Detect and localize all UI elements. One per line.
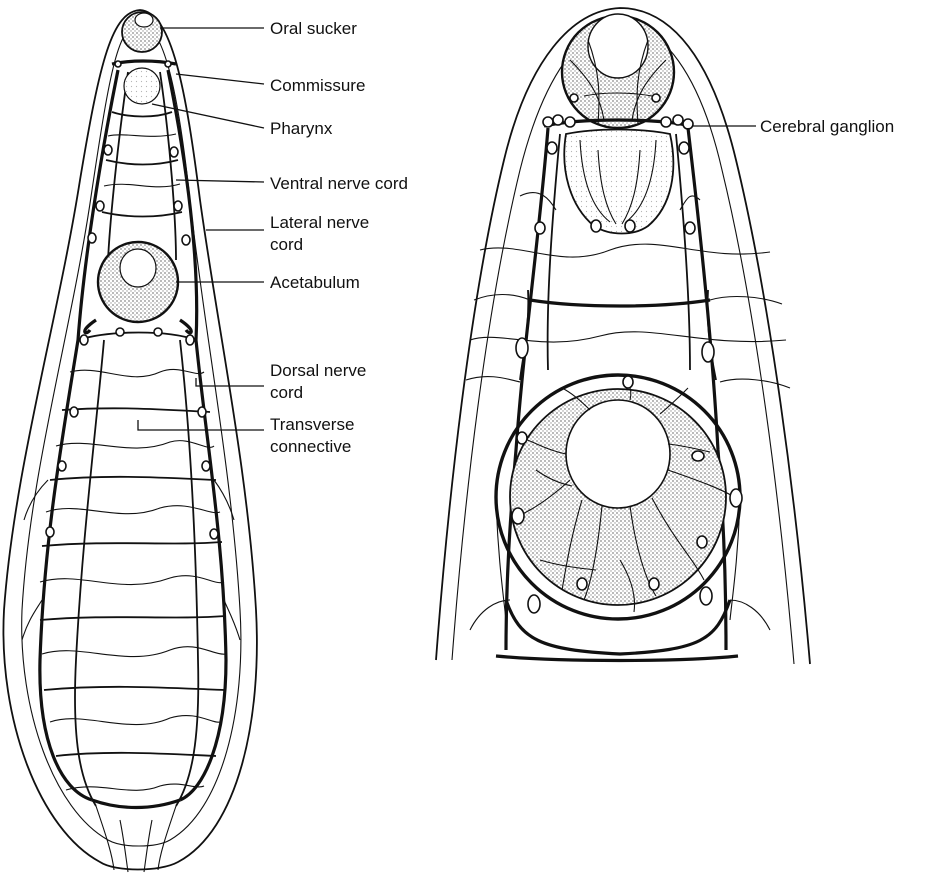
- label-lateral-nerve-cord-line2: cord: [270, 235, 303, 254]
- label-oral-sucker: Oral sucker: [270, 19, 357, 38]
- oral-sucker-opening: [135, 13, 153, 27]
- whole-fluke-drawing: [3, 10, 256, 872]
- acetabulum-opening: [120, 249, 156, 287]
- pharynx: [124, 68, 160, 104]
- detail-acetabulum-opening: [566, 400, 670, 508]
- label-pharynx: Pharynx: [270, 119, 333, 138]
- detail-posterior-connective: [496, 656, 738, 661]
- anterior-detail-drawing: [436, 8, 810, 664]
- label-lateral-nerve-cord-line1: Lateral nerve: [270, 213, 369, 232]
- detail-left-ventral-cord: [548, 134, 560, 370]
- label-acetabulum: Acetabulum: [270, 273, 360, 292]
- posterior-loop: [92, 800, 180, 808]
- body-outline: [3, 10, 256, 870]
- label-commissure: Commissure: [270, 76, 365, 95]
- label-transverse-connective-line2: connective: [270, 437, 351, 456]
- detail-right-ventral-cord: [676, 134, 690, 370]
- posterior-terminal-nerves: [96, 806, 176, 872]
- label-dorsal-nerve-cord-line2: cord: [270, 383, 303, 402]
- detail-transverse-connective: [530, 300, 710, 306]
- label-transverse-connective-line1: Transverse: [270, 415, 354, 434]
- label-dorsal-nerve-cord-line1: Dorsal nerve: [270, 361, 366, 380]
- left-ventral-nerve-cord: [75, 72, 128, 806]
- right-ventral-nerve-cord: [160, 72, 198, 806]
- left-labels: Oral sucker Commissure Pharynx Ventral n…: [270, 19, 408, 456]
- left-lateral-nerve-cord: [40, 70, 118, 800]
- label-ventral-nerve-cord: Ventral nerve cord: [270, 174, 408, 193]
- label-cerebral-ganglion: Cerebral ganglion: [760, 117, 894, 136]
- body-fine-branches: [40, 369, 226, 790]
- detail-oral-sucker-opening: [588, 14, 648, 78]
